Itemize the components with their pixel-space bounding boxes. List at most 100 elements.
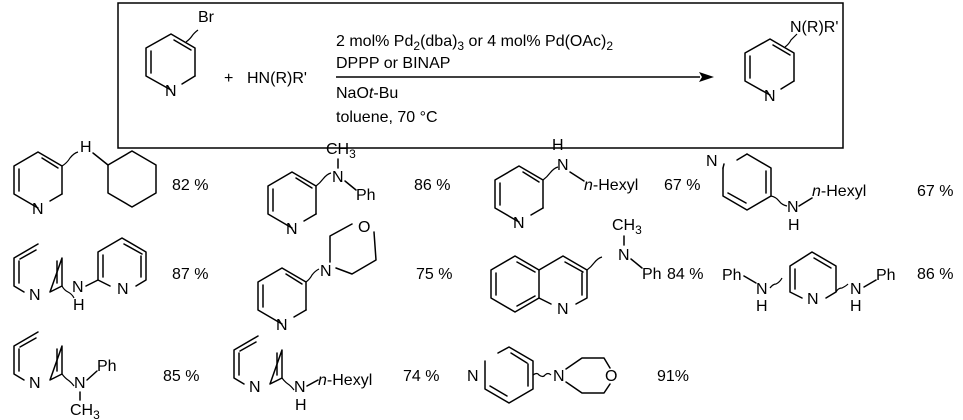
hexyl-label: n-Hexyl	[318, 372, 372, 389]
ring-double-bonds	[262, 273, 303, 308]
cyclohexyl-ring	[107, 150, 157, 208]
solvent-line: toluene, 70 °C	[336, 109, 438, 126]
wavy-bond-right	[835, 283, 849, 293]
ring-n-bond	[49, 193, 63, 202]
ring-nitrogen-label: N	[32, 201, 44, 218]
amine-n-label: N	[332, 169, 344, 186]
phenyl-label: Ph	[97, 358, 117, 375]
product-aminopyridine: N N(R)R'	[744, 19, 838, 105]
wavy-bond-left	[61, 285, 75, 299]
pyridine-ring	[233, 335, 283, 385]
n-ph-bond-right	[863, 279, 877, 288]
ring-n-bond-right	[736, 153, 748, 161]
amine-n-label: N	[74, 375, 86, 392]
n-phenyl-bond	[86, 370, 98, 381]
ring-double-bonds-right	[102, 243, 143, 278]
wavy-bond	[61, 373, 75, 387]
n-phenyl-bond	[630, 258, 643, 269]
ring-nitrogen-label: N	[286, 221, 298, 238]
morpholine-ring	[329, 223, 377, 275]
yield-label: 82 %	[172, 177, 208, 194]
yield-label: 86 %	[414, 177, 450, 194]
n-hexyl-bond	[569, 171, 585, 182]
methyl-label: CH3	[326, 141, 356, 161]
amine-h-label: H	[788, 217, 800, 234]
ring-n-bond	[181, 75, 196, 85]
product-9: N N Ph CH3 85 %	[13, 331, 199, 420]
hexyl-label: n-Hexyl	[584, 177, 638, 194]
reaction-box: N Br + HN(R)R' 2 mol% Pd2(dba)3 or 4 mol…	[117, 2, 844, 149]
substituent-wavy-bond	[784, 33, 798, 48]
pyridine-ring	[484, 346, 534, 404]
wavy-bond	[281, 377, 295, 391]
ring-double-bonds	[150, 39, 192, 74]
wavy-bond	[770, 195, 788, 207]
methyl-label: CH3	[612, 217, 642, 237]
ring-double-bonds	[794, 257, 832, 290]
reactant-bromopyridine: N Br	[145, 9, 215, 100]
hexyl-label: n-Hexyl	[812, 183, 866, 200]
ring-double-bonds	[18, 157, 59, 192]
pyridine-ring-right	[97, 237, 147, 287]
pyridine-ring-left	[13, 243, 63, 293]
pyridine-ring	[538, 255, 588, 305]
n-hexyl-bond	[798, 197, 813, 207]
ring-double-bonds	[489, 352, 529, 397]
pyridine-ring	[13, 151, 63, 209]
ring-nitrogen-label: N	[249, 379, 261, 396]
pyridine-ring	[13, 331, 63, 381]
ring-nitrogen-label: N	[513, 215, 525, 232]
amine-h-label: H	[295, 397, 307, 414]
amine-h-label: H	[552, 137, 564, 154]
phenyl-label-left: Ph	[722, 267, 742, 284]
amine-n-label: N	[618, 247, 630, 264]
ring-nitrogen-label: N	[276, 317, 288, 334]
ring-double-bonds	[727, 170, 767, 204]
ligand-line: DPPP or BINAP	[336, 55, 450, 72]
yield-label: 75 %	[416, 266, 452, 283]
ring-nitrogen-label: N	[706, 153, 718, 170]
wavy-bond	[586, 256, 603, 271]
arrow-head	[699, 72, 714, 82]
amine-h-label-right: H	[850, 298, 862, 315]
wavy-bond	[305, 268, 320, 283]
ring-double-bonds	[272, 177, 313, 212]
n-phenyl-bond	[344, 180, 357, 191]
pyridine-ring	[722, 153, 772, 211]
morpholine-n-label: N	[553, 368, 565, 385]
ring-nitrogen-label: N	[764, 88, 776, 105]
phenyl-label: Ph	[642, 266, 662, 283]
product-7: N CH3 N Ph 84 %	[490, 217, 703, 318]
pyridine-ring	[744, 38, 795, 96]
morpholine-o-label: O	[605, 368, 617, 385]
n-cyclohexyl-bond	[92, 152, 109, 166]
yield-label: 86 %	[917, 266, 953, 283]
amine-n-label: N	[72, 279, 84, 296]
product-3: N H N n-Hexyl 67 %	[494, 137, 700, 232]
pyridine-double-bonds	[564, 261, 584, 296]
benzo-double-bonds	[495, 261, 536, 307]
phenyl-label-right: Ph	[876, 267, 896, 284]
ring-nitrogen-label: N	[165, 83, 177, 100]
ring-n-bond	[530, 207, 544, 216]
benzo-ring	[490, 255, 540, 313]
phenyl-label: Ph	[356, 187, 376, 204]
pyridine-ring	[267, 171, 317, 229]
pyridine-ring	[789, 251, 837, 299]
morpholine-n-label: N	[320, 263, 332, 280]
substituent-wavy-bond	[185, 29, 199, 43]
wavy-bond	[315, 172, 332, 187]
morpholine-ring	[565, 357, 611, 394]
base-line: NaOt-Bu	[336, 85, 398, 102]
product-11: N N O 91%	[467, 346, 689, 404]
ring-nitrogen-label-right: N	[117, 281, 129, 298]
wavy-bond-left	[769, 277, 783, 289]
ph-n-bond-left	[743, 275, 757, 284]
amine-n-label: N	[294, 379, 306, 396]
plus-sign: +	[224, 70, 233, 87]
yield-label: 74 %	[403, 368, 439, 385]
reaction-arrow	[336, 72, 714, 82]
ring-double-bonds	[238, 341, 278, 376]
pyridine-ring	[257, 267, 307, 325]
